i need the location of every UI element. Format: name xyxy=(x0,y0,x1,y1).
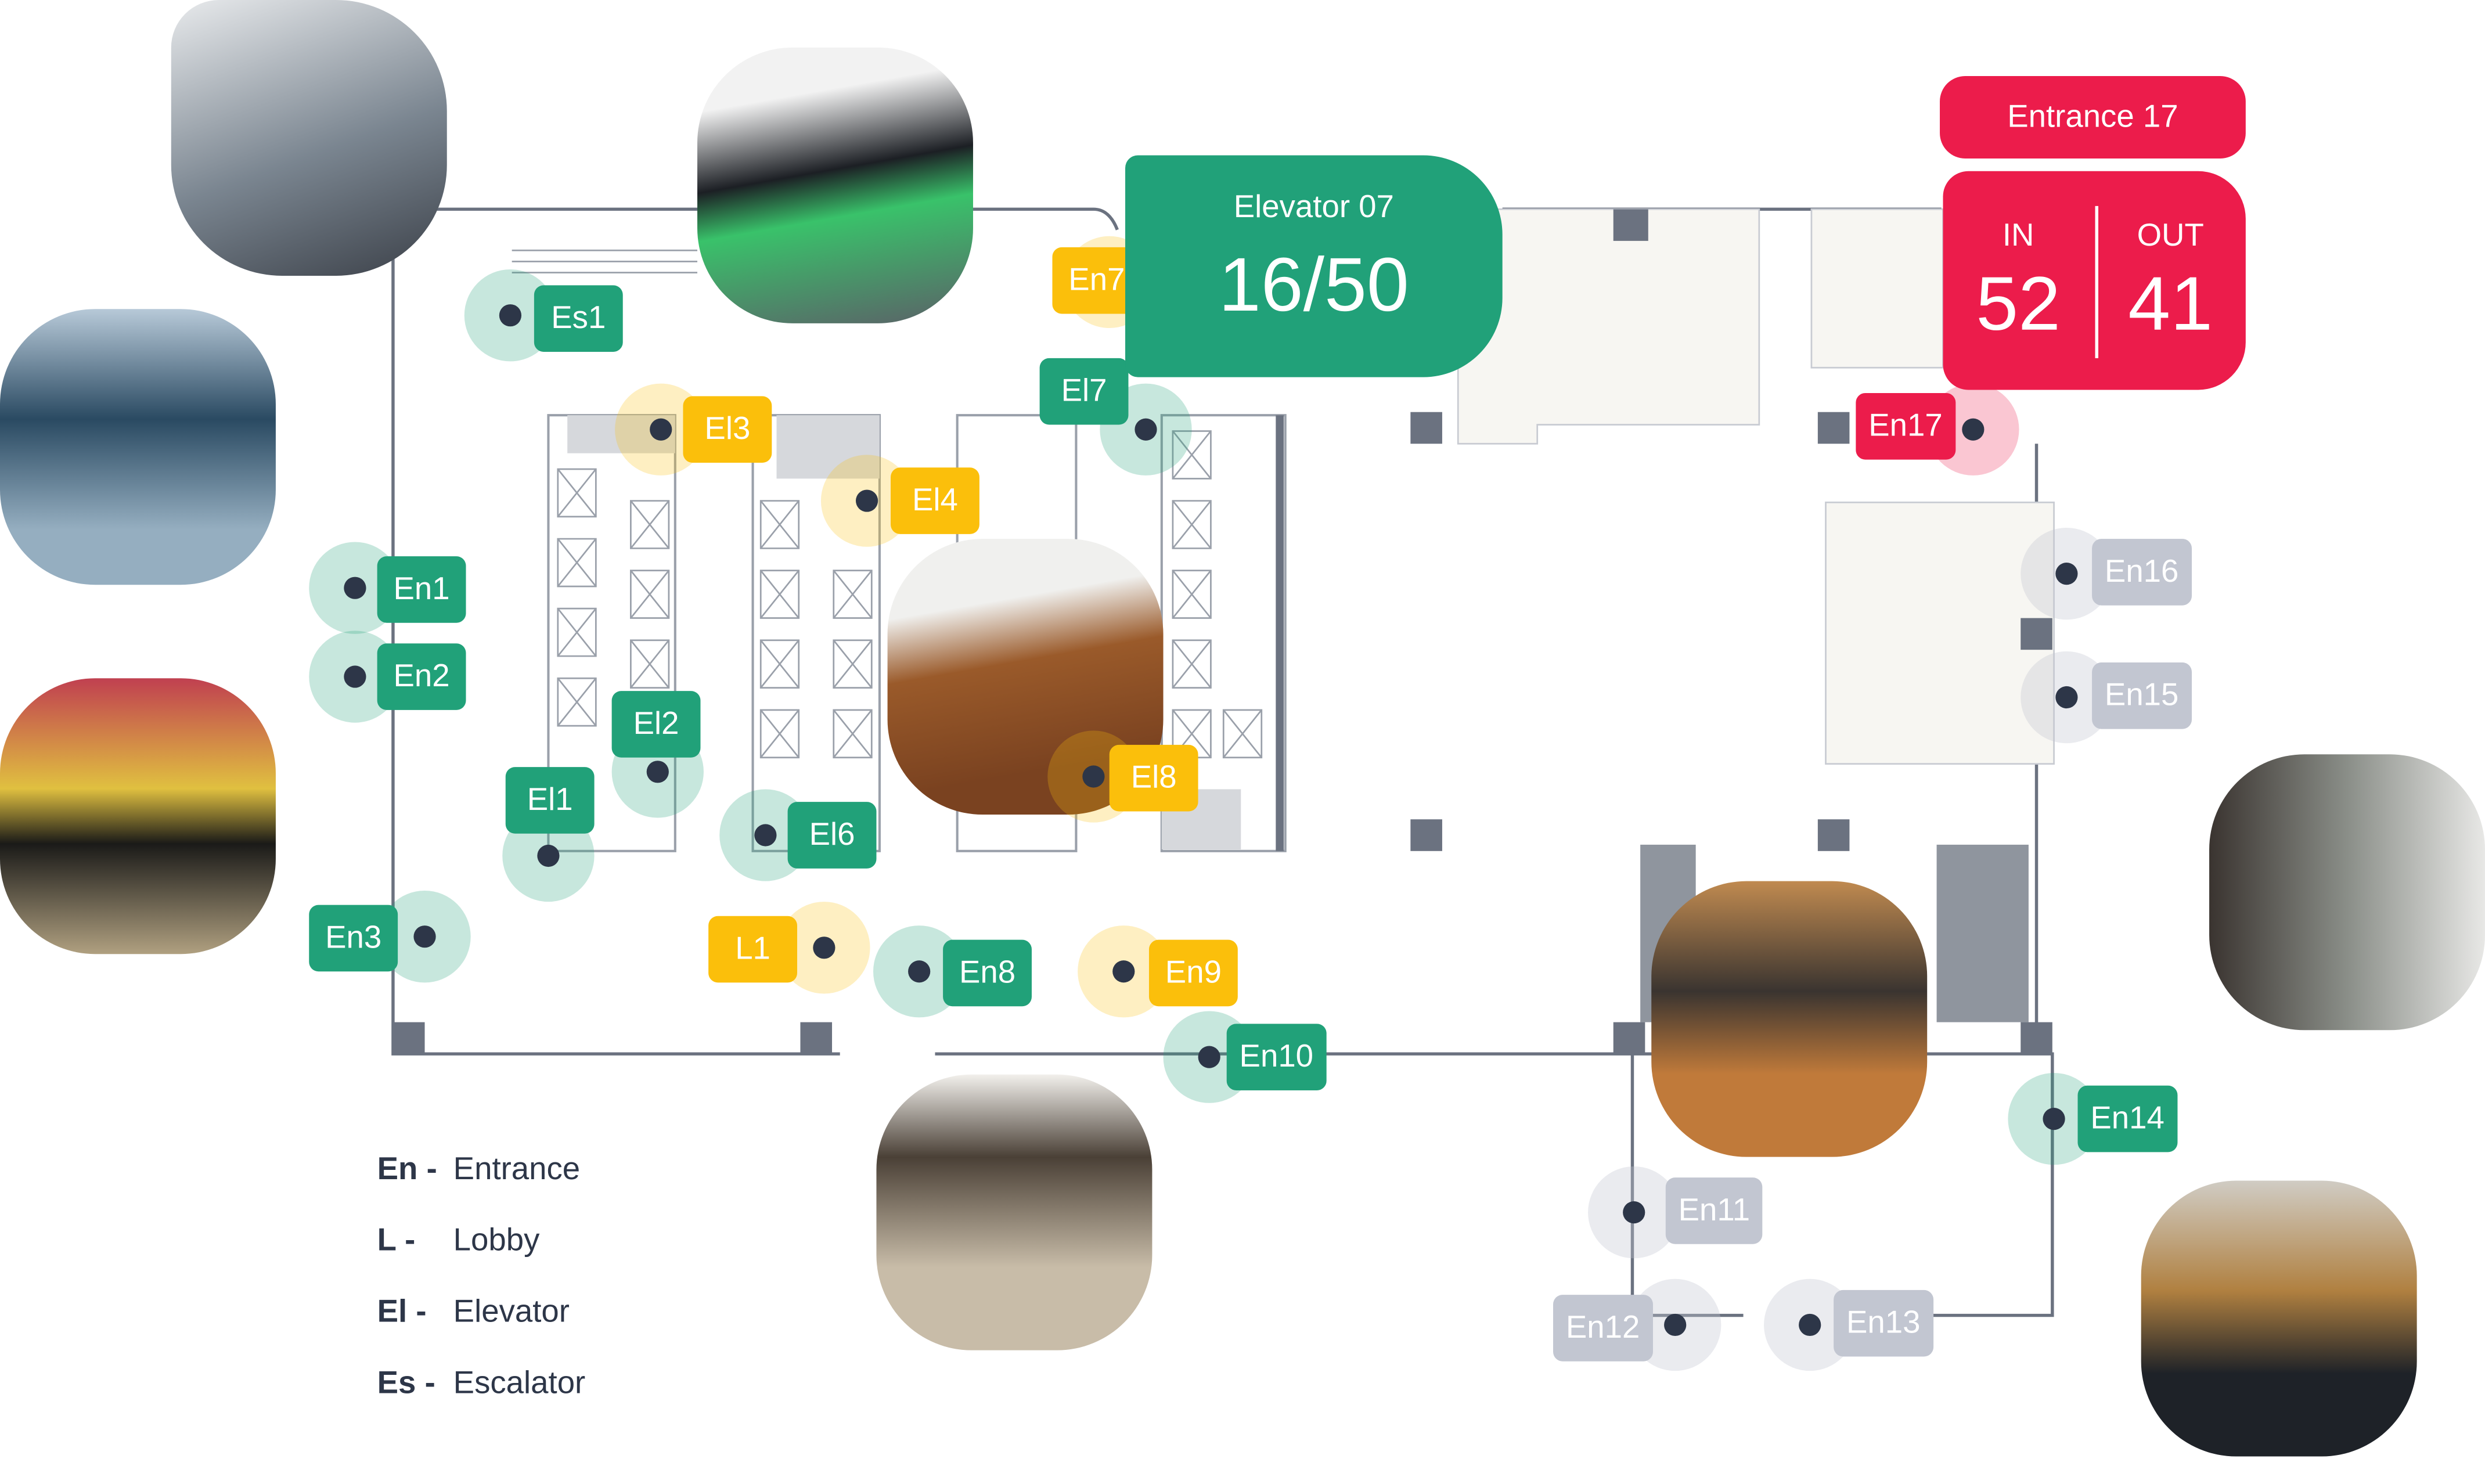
hotel-entrance-photo xyxy=(876,1074,1153,1350)
elevator-shaft-icon xyxy=(833,639,873,689)
elevator-shaft-icon xyxy=(1172,639,1212,689)
marker-label[interactable]: El1 xyxy=(505,767,595,834)
marker-dot[interactable] xyxy=(413,925,436,948)
escalator-photo-2 xyxy=(697,47,973,323)
marker-dot[interactable] xyxy=(1664,1313,1687,1337)
marker-dot[interactable] xyxy=(2055,563,2078,585)
marker-label[interactable]: El8 xyxy=(1109,744,1198,812)
legend-code: En - xyxy=(377,1152,437,1187)
marker-label[interactable]: El2 xyxy=(611,691,701,758)
legend-entrance: En - Entrance xyxy=(377,1152,581,1188)
legend-elevator: El - Elevator xyxy=(377,1295,570,1331)
elevator-shaft-icon xyxy=(557,677,597,727)
marker-label[interactable]: En2 xyxy=(377,643,466,710)
elevator-shaft-icon xyxy=(833,570,873,619)
entrance-count-card: IN 52 OUT 41 xyxy=(1943,171,2246,390)
side-door-photo xyxy=(2209,754,2485,1031)
marker-dot[interactable] xyxy=(855,489,878,512)
marker-dot[interactable] xyxy=(908,960,931,983)
marker-label[interactable]: En1 xyxy=(377,556,466,623)
marker-label[interactable]: En9 xyxy=(1148,939,1238,1007)
elevator-shaft-icon xyxy=(759,639,800,689)
marker-dot[interactable] xyxy=(813,936,835,959)
marker-label[interactable]: En11 xyxy=(1665,1177,1763,1244)
marker-dot[interactable] xyxy=(344,577,366,599)
marker-label[interactable]: En17 xyxy=(1856,392,1955,460)
marker-dot[interactable] xyxy=(1112,960,1135,983)
marker-label[interactable]: En13 xyxy=(1834,1290,1933,1357)
marker-dot[interactable] xyxy=(1135,418,1157,441)
elevator-shaft-icon xyxy=(1222,709,1263,759)
marker-dot[interactable] xyxy=(1082,765,1105,788)
marker-dot[interactable] xyxy=(1962,418,1985,441)
elevator-shaft-icon xyxy=(630,570,670,619)
legend-label: Escalator xyxy=(453,1366,586,1401)
marker-label[interactable]: En10 xyxy=(1226,1024,1326,1090)
elevator-shaft-icon xyxy=(630,500,670,549)
marker-label[interactable]: En12 xyxy=(1553,1295,1653,1361)
out-label: OUT xyxy=(2137,218,2204,254)
elevator-shaft-icon xyxy=(557,538,597,588)
marker-dot[interactable] xyxy=(754,824,777,847)
legend-lobby: L - Lobby xyxy=(377,1223,540,1260)
legend-code: Es - xyxy=(377,1366,435,1401)
marker-label[interactable]: L1 xyxy=(708,916,797,983)
door-photo xyxy=(1651,881,1928,1157)
elevator-shaft-icon xyxy=(1172,430,1212,480)
elevator-occupancy-card[interactable]: Elevator 07 16/50 xyxy=(1125,155,1503,377)
divider xyxy=(2095,206,2098,358)
in-value: 52 xyxy=(1976,263,2061,347)
glass-door-photo xyxy=(2141,1180,2417,1457)
marker-dot[interactable] xyxy=(344,665,366,688)
marker-dot[interactable] xyxy=(499,304,522,327)
legend-label: Elevator xyxy=(453,1295,570,1330)
marker-label[interactable]: En3 xyxy=(309,905,398,972)
marker-dot[interactable] xyxy=(537,844,560,867)
marker-label[interactable]: En16 xyxy=(2092,539,2192,606)
legend-escalator: Es - Escalator xyxy=(377,1366,586,1403)
elevator-card-value: 16/50 xyxy=(1218,244,1409,329)
elevator-shaft-icon xyxy=(759,500,800,549)
marker-label[interactable]: El7 xyxy=(1039,358,1129,425)
marker-label[interactable]: En14 xyxy=(2077,1085,2177,1152)
legend-label: Lobby xyxy=(453,1223,540,1259)
in-label: IN xyxy=(2002,218,2034,254)
elevator-shaft-icon xyxy=(1172,570,1212,619)
elevator-shaft-icon xyxy=(833,709,873,759)
legend-code: El - xyxy=(377,1295,427,1330)
elevator-shaft-icon xyxy=(557,607,597,657)
marker-label[interactable]: El3 xyxy=(683,396,772,463)
out-value: 41 xyxy=(2128,263,2213,347)
entrance-card-title[interactable]: Entrance 17 xyxy=(1940,76,2246,159)
legend-code: L - xyxy=(377,1223,416,1259)
marker-label[interactable]: El6 xyxy=(787,802,877,869)
escalator-photo xyxy=(171,0,447,276)
marker-dot[interactable] xyxy=(650,418,672,441)
marker-dot[interactable] xyxy=(646,761,669,783)
revolving-door-photo xyxy=(0,309,276,585)
elevator-shaft-icon xyxy=(557,468,597,518)
marker-dot[interactable] xyxy=(1198,1046,1220,1068)
marker-label[interactable]: En15 xyxy=(2092,662,2192,729)
marker-dot[interactable] xyxy=(2055,686,2078,709)
elevator-card-title: Elevator 07 xyxy=(1233,190,1394,225)
elevator-shaft-icon xyxy=(759,570,800,619)
marker-dot[interactable] xyxy=(2043,1107,2065,1130)
marker-dot[interactable] xyxy=(1623,1201,1645,1224)
marker-label[interactable]: En8 xyxy=(943,939,1032,1007)
entrance-photo xyxy=(0,678,276,954)
marker-dot[interactable] xyxy=(1799,1313,1821,1337)
elevator-shaft-icon xyxy=(1172,500,1212,549)
elevator-shaft-icon xyxy=(759,709,800,759)
marker-label[interactable]: El4 xyxy=(891,467,979,534)
elevator-shaft-icon xyxy=(630,639,670,689)
legend-label: Entrance xyxy=(453,1152,581,1187)
marker-label[interactable]: Es1 xyxy=(534,285,623,352)
